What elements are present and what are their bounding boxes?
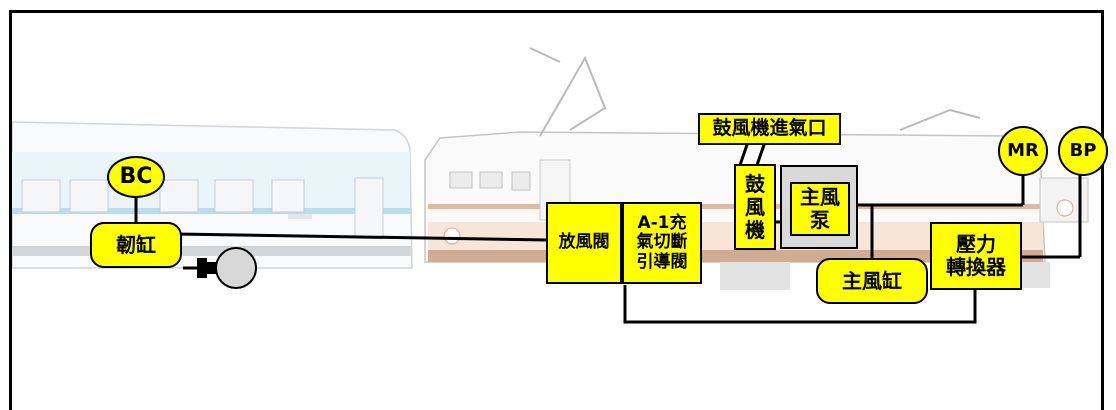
blower-box: 鼓 風 機 xyxy=(734,164,776,250)
blowoff-valve-box: 放風閥 xyxy=(546,202,622,284)
bc-to-valve-line xyxy=(175,232,549,242)
inlet-arrow-1 xyxy=(738,141,750,166)
loop-line xyxy=(623,285,977,324)
pressure-converter-label: 壓力 轉換器 xyxy=(946,232,1006,279)
brake-cylinder-box: 韌缸 xyxy=(90,222,182,268)
main-compressor-box: 主風 泵 xyxy=(790,182,850,236)
main-reservoir-box: 主風缸 xyxy=(816,258,928,304)
blower-label: 鼓 風 機 xyxy=(745,171,765,242)
pipe-lines xyxy=(134,141,1082,324)
inlet-arrow-2 xyxy=(755,141,767,166)
a1-valve-label: A-1充 氣切斷 引導閥 xyxy=(636,212,688,272)
blower-inlet-label: 鼓風機進氣口 xyxy=(698,113,841,145)
bc-label: BC xyxy=(107,156,165,198)
main-compressor-label: 主風 泵 xyxy=(800,185,840,232)
mr-label: MR xyxy=(998,126,1048,176)
a1-valve-box: A-1充 氣切斷 引導閥 xyxy=(622,202,702,284)
diagram-frame xyxy=(9,10,1104,410)
pressure-converter-box: 壓力 轉換器 xyxy=(930,222,1022,290)
cylinder-piston-icon xyxy=(197,247,257,289)
bp-label: BP xyxy=(1058,126,1108,176)
